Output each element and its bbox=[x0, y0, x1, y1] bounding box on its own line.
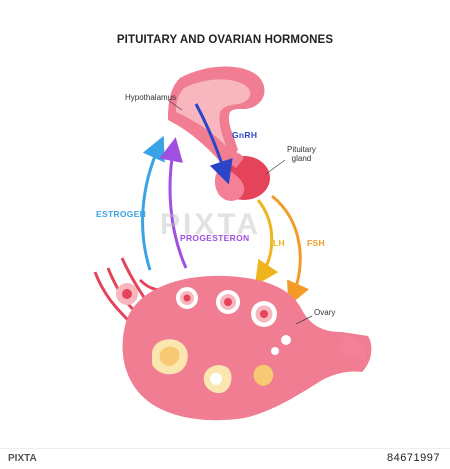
follicle-small bbox=[281, 335, 291, 345]
estrogen-label: ESTROGEN bbox=[96, 209, 147, 219]
watermark: PIXTA bbox=[160, 208, 262, 241]
hypothalamus-label: Hypothalamus bbox=[125, 93, 177, 102]
fsh-arrow bbox=[271, 194, 310, 307]
fsh-label: FSH bbox=[307, 238, 325, 248]
ovary-shape bbox=[122, 275, 372, 421]
follicle-small bbox=[271, 347, 279, 355]
pituitary-label-line1: Pituitary bbox=[287, 145, 316, 154]
ovary-label: Ovary bbox=[314, 308, 336, 317]
follicles bbox=[152, 287, 291, 394]
estrogen-arrow bbox=[141, 135, 165, 271]
gnrh-label: GnRH bbox=[232, 130, 258, 140]
progesterone-arrow bbox=[159, 137, 188, 269]
diagram-title: PITUITARY AND OVARIAN HORMONES bbox=[116, 34, 334, 46]
stock-footer: PIXTA 84671997 bbox=[0, 448, 450, 469]
pituitary-label: Pituitary gland bbox=[287, 145, 316, 164]
footer-logo: PIXTA bbox=[8, 453, 37, 464]
lh-label: LH bbox=[273, 238, 285, 248]
hypothalamus-shape bbox=[168, 66, 265, 166]
lh-arrow bbox=[255, 199, 279, 286]
progesterone-label: PROGESTERON bbox=[180, 233, 250, 243]
gnrh-arrow bbox=[194, 103, 233, 185]
footer-image-id: 84671997 bbox=[387, 452, 440, 464]
corpus-albicans bbox=[253, 364, 274, 386]
pituitary-label-line2: gland bbox=[291, 153, 312, 163]
